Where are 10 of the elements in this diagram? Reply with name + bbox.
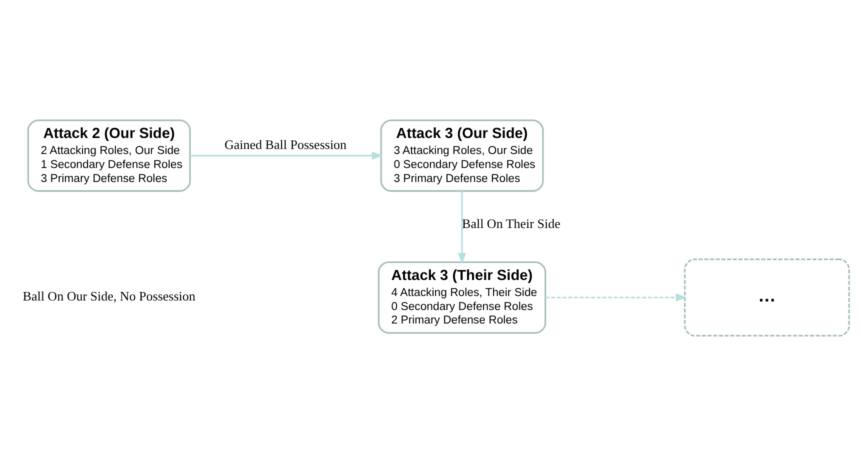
- node-box: Attack 3 (Our Side) 3 Attacking Roles, Our Side 0 Secondary Defense Roles 3 Primary Defense Roles: [380, 118, 544, 192]
- node-box: Attack 2 (Our Side) 2 Attacking Roles, Our Side 1 Secondary Defense Roles 3 Primary Defense Roles: [27, 118, 191, 192]
- label: Ball On Our Side, No Possession: [22, 288, 196, 304]
- node-box: Attack 3 (Their Side) 4 Attacking Roles, Their Side 0 Secondary Defense Roles 2 Primary Defense Roles: [378, 260, 546, 334]
- arrow: [190, 151, 384, 160]
- arrow: [458, 190, 466, 264]
- arrow: [545, 293, 688, 302]
- edge-label: Gained Ball Possession: [224, 136, 347, 152]
- node-box: …: [684, 258, 850, 336]
- edge-label: Ball On Their Side: [462, 216, 560, 231]
